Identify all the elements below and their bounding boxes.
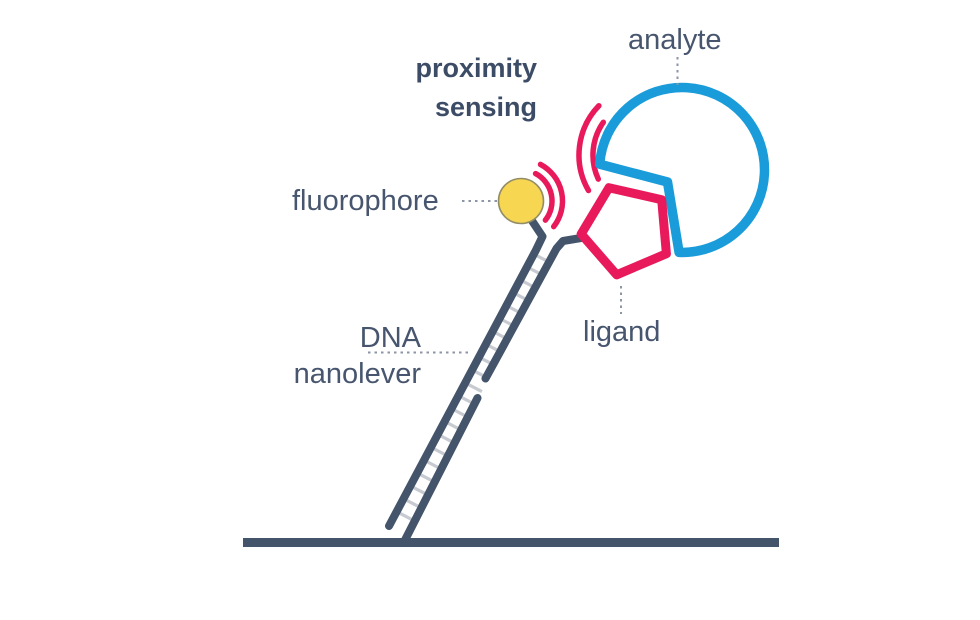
analyte-label: analyte — [628, 24, 722, 56]
dna-ladder-right-rail-upper — [481, 234, 585, 383]
dna-ladder-right-rail-lower — [400, 394, 482, 545]
dna-nanolever-label: DNA nanolever — [294, 320, 421, 392]
dna-nanolever-label-line1: DNA — [359, 322, 421, 354]
ligand-label: ligand — [583, 316, 661, 348]
fluorophore-icon — [497, 177, 545, 225]
analyte-signal-arc-inner — [590, 119, 607, 182]
diagram-title: proximity sensing — [415, 49, 537, 127]
dna-nanolever-label-line2: nanolever — [293, 358, 421, 390]
analyte-icon — [594, 82, 770, 258]
fluorophore-signal-arc-outer — [537, 161, 566, 230]
analyte-signal-arc-outer — [576, 102, 602, 194]
fluorophore-signal-arc-inner — [532, 170, 555, 223]
diagram-title-line1: proximity — [415, 53, 537, 83]
fluorescence-signal-arcs-icon — [532, 161, 566, 230]
fluorophore-label: fluorophore — [292, 185, 439, 217]
ligand-icon — [576, 183, 671, 280]
diagram-title-line2: sensing — [434, 92, 537, 122]
dna-ladder-left-rail — [385, 214, 547, 530]
dna-ladder-rungs — [398, 252, 550, 523]
binding-signal-arcs-icon — [576, 102, 607, 194]
